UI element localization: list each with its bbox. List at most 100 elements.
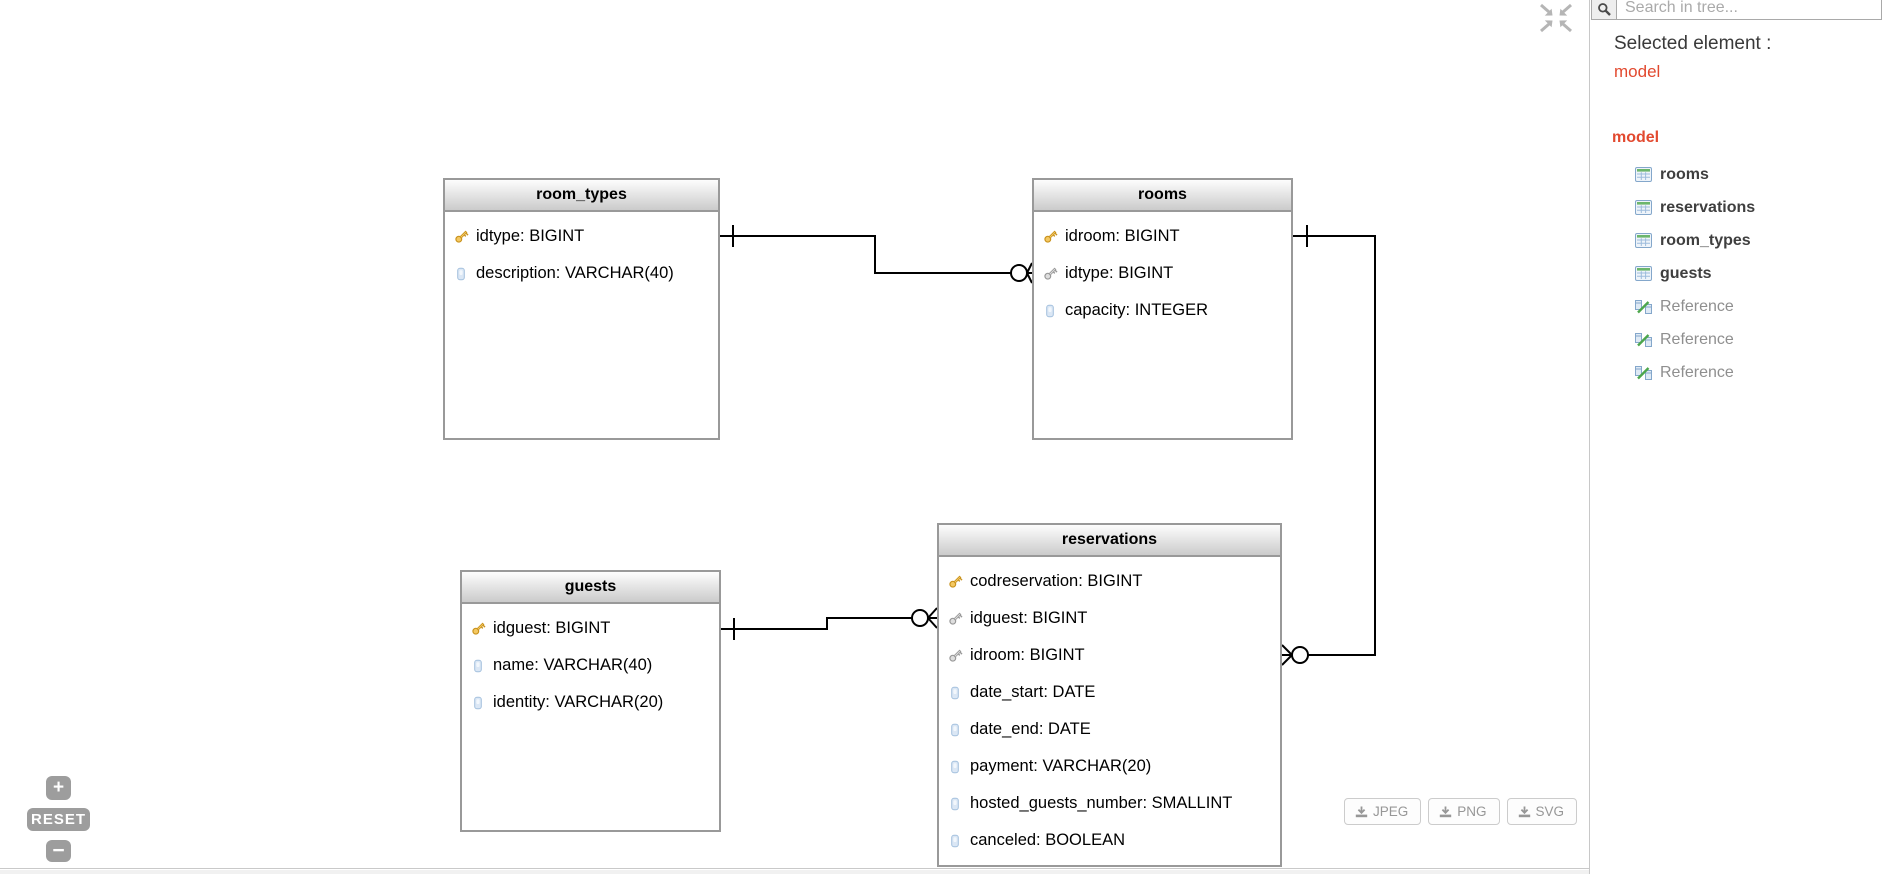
table-guests[interactable]: guests idguest: BIGINT name: VARCHAR(40) id… bbox=[460, 570, 721, 832]
table-grid-icon bbox=[1635, 233, 1652, 248]
search-bar bbox=[1591, 0, 1882, 20]
collapse-arrows-icon bbox=[1540, 3, 1572, 33]
table-reservations[interactable]: reservations codreservation: BIGINT idgues… bbox=[937, 523, 1282, 867]
relation-room_types.idtype-to-rooms.idtype[interactable] bbox=[720, 225, 1033, 284]
export-png-button[interactable]: PNG bbox=[1428, 798, 1500, 825]
primary-key-icon bbox=[469, 620, 487, 637]
export-svg-button[interactable]: SVG bbox=[1506, 798, 1578, 825]
field-idguest[interactable]: idguest: BIGINT bbox=[462, 610, 719, 647]
field-label: idtype: BIGINT bbox=[1065, 264, 1174, 282]
export-button-label: JPEG bbox=[1373, 804, 1409, 819]
zoom-out-button[interactable]: − bbox=[46, 840, 71, 862]
field-label: idguest: BIGINT bbox=[493, 619, 611, 637]
relation-guests.idguest-to-reservations.idguest[interactable] bbox=[721, 607, 938, 640]
table-grid-icon bbox=[1635, 200, 1652, 215]
relation-rooms.idroom-to-reservations.idroom[interactable] bbox=[1281, 225, 1376, 666]
field-date_start[interactable]: date_start: DATE bbox=[939, 674, 1280, 711]
export-jpeg-button[interactable]: JPEG bbox=[1344, 798, 1422, 825]
zoom-reset-button[interactable]: RESET bbox=[27, 808, 90, 831]
column-icon bbox=[452, 266, 470, 282]
selected-element-value: model bbox=[1614, 62, 1661, 81]
column-icon bbox=[946, 722, 964, 738]
column-icon bbox=[469, 658, 487, 674]
table-title[interactable]: guests bbox=[462, 572, 719, 604]
field-label: identity: VARCHAR(20) bbox=[493, 693, 664, 711]
field-idguest[interactable]: idguest: BIGINT bbox=[939, 600, 1280, 637]
reference-link-icon bbox=[1635, 299, 1652, 314]
field-label: capacity: INTEGER bbox=[1065, 301, 1209, 319]
primary-key-icon bbox=[452, 228, 470, 245]
relation-lines bbox=[720, 225, 1376, 666]
field-label: date_start: DATE bbox=[970, 683, 1096, 701]
download-icon bbox=[1440, 806, 1452, 817]
tree-item-room_types[interactable]: room_types bbox=[1635, 224, 1882, 257]
canvas-bottom-strip bbox=[0, 870, 1589, 874]
table-title[interactable]: rooms bbox=[1034, 180, 1291, 212]
selected-element-label: Selected element : bbox=[1614, 33, 1772, 54]
field-label: date_end: DATE bbox=[970, 720, 1091, 738]
table-title[interactable]: reservations bbox=[939, 525, 1280, 557]
tree-item-reference[interactable]: Reference bbox=[1635, 323, 1882, 356]
field-codreservation[interactable]: codreservation: BIGINT bbox=[939, 563, 1280, 600]
tree-item-label: rooms bbox=[1660, 165, 1709, 183]
field-label: payment: VARCHAR(20) bbox=[970, 757, 1152, 775]
field-payment[interactable]: payment: VARCHAR(20) bbox=[939, 748, 1280, 785]
primary-key-icon bbox=[946, 573, 964, 590]
foreign-key-icon bbox=[946, 610, 964, 627]
tree-item-reference[interactable]: Reference bbox=[1635, 356, 1882, 389]
tree-item-reference[interactable]: Reference bbox=[1635, 290, 1882, 323]
foreign-key-icon bbox=[1041, 265, 1059, 282]
field-label: idguest: BIGINT bbox=[970, 609, 1088, 627]
reference-link-icon bbox=[1635, 332, 1652, 347]
table-title[interactable]: room_types bbox=[445, 180, 718, 212]
table-fields: idroom: BIGINT idtype: BIGINT capacity: IN… bbox=[1034, 212, 1291, 329]
field-description[interactable]: description: VARCHAR(40) bbox=[445, 255, 718, 292]
table-rooms[interactable]: rooms idroom: BIGINT idtype: BIGINT capacit… bbox=[1032, 178, 1293, 440]
export-buttons: JPEG PNG SVG bbox=[1344, 798, 1578, 825]
search-input[interactable] bbox=[1617, 0, 1881, 19]
field-canceled[interactable]: canceled: BOOLEAN bbox=[939, 822, 1280, 859]
foreign-key-icon bbox=[946, 647, 964, 664]
field-name[interactable]: name: VARCHAR(40) bbox=[462, 647, 719, 684]
field-idtype[interactable]: idtype: BIGINT bbox=[1034, 255, 1291, 292]
field-identity[interactable]: identity: VARCHAR(20) bbox=[462, 684, 719, 721]
zoom-controls: + RESET − bbox=[27, 776, 90, 862]
field-label: name: VARCHAR(40) bbox=[493, 656, 653, 674]
column-icon bbox=[946, 796, 964, 812]
tree-item-rooms[interactable]: rooms bbox=[1635, 158, 1882, 191]
export-button-label: PNG bbox=[1457, 804, 1487, 819]
table-fields: codreservation: BIGINT idguest: BIGINT idr… bbox=[939, 557, 1280, 859]
zoom-in-button[interactable]: + bbox=[46, 776, 71, 800]
tree-item-label: guests bbox=[1660, 264, 1712, 282]
tree-item-label: reservations bbox=[1660, 198, 1756, 216]
field-capacity[interactable]: capacity: INTEGER bbox=[1034, 292, 1291, 329]
tree-item-model[interactable]: model bbox=[1612, 129, 1660, 146]
download-icon bbox=[1518, 806, 1530, 817]
export-button-label: SVG bbox=[1535, 804, 1565, 819]
download-icon bbox=[1355, 806, 1368, 817]
primary-key-icon bbox=[1041, 228, 1059, 245]
collapse-panel-button[interactable] bbox=[1538, 3, 1574, 33]
table-grid-icon bbox=[1635, 167, 1652, 182]
reference-link-icon bbox=[1635, 365, 1652, 380]
field-idtype[interactable]: idtype: BIGINT bbox=[445, 218, 718, 255]
search-button[interactable] bbox=[1592, 0, 1617, 19]
field-idroom[interactable]: idroom: BIGINT bbox=[939, 637, 1280, 674]
tree-item-reservations[interactable]: reservations bbox=[1635, 191, 1882, 224]
tree-item-guests[interactable]: guests bbox=[1635, 257, 1882, 290]
field-label: canceled: BOOLEAN bbox=[970, 831, 1125, 849]
tree-item-label: Reference bbox=[1660, 297, 1734, 315]
field-idroom[interactable]: idroom: BIGINT bbox=[1034, 218, 1291, 255]
field-date_end[interactable]: date_end: DATE bbox=[939, 711, 1280, 748]
column-icon bbox=[946, 685, 964, 701]
column-icon bbox=[469, 695, 487, 711]
field-label: hosted_guests_number: SMALLINT bbox=[970, 794, 1233, 812]
field-label: idroom: BIGINT bbox=[1065, 227, 1180, 245]
field-hosted_guests_number[interactable]: hosted_guests_number: SMALLINT bbox=[939, 785, 1280, 822]
